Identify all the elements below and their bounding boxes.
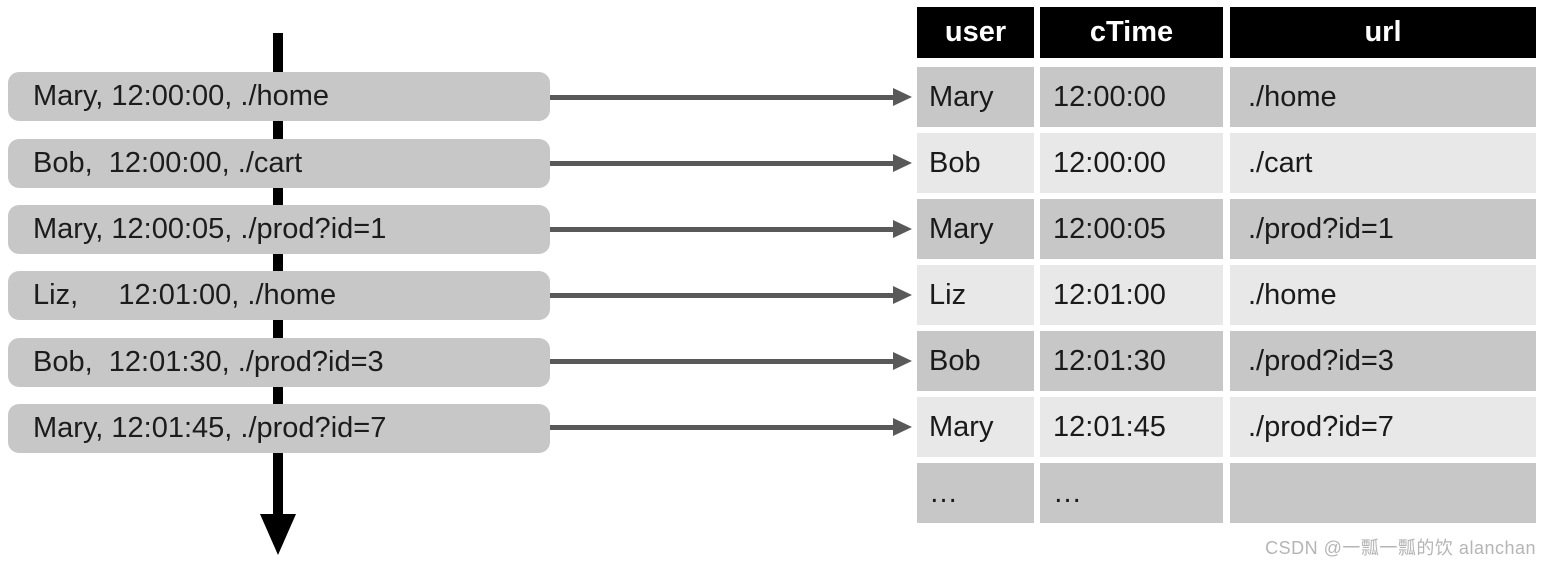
cell-ctime: … <box>1040 463 1223 523</box>
arrow-head-icon <box>893 220 912 238</box>
table-header-row: user cTime url <box>917 7 1536 58</box>
table-row: Liz 12:01:00 ./home <box>917 265 1536 325</box>
mapping-arrow-icon <box>550 352 912 370</box>
csdn-watermark: CSDN @一瓢一瓢的饮 alanchan <box>1265 538 1536 558</box>
column-header-ctime: cTime <box>1040 7 1223 58</box>
arrow-shaft <box>550 160 894 166</box>
table-row-ellipsis: … … <box>917 463 1536 523</box>
cell-url: ./prod?id=1 <box>1230 199 1536 259</box>
stream-event-box: Mary, 12:00:05, ./prod?id=1 <box>8 205 550 254</box>
stream-event-text: Mary, 12:00:05, ./prod?id=1 <box>33 213 387 245</box>
column-header-user: user <box>917 7 1034 58</box>
stream-event-text: Liz, 12:01:00, ./home <box>33 279 337 311</box>
stream-event-box: Liz, 12:01:00, ./home <box>8 271 550 320</box>
cell-user: Mary <box>917 199 1034 259</box>
stream-event-box: Mary, 12:01:45, ./prod?id=7 <box>8 404 550 453</box>
mapping-arrow-icon <box>550 88 912 106</box>
mapping-arrow-icon <box>550 154 912 172</box>
table-row: Bob 12:01:30 ./prod?id=3 <box>917 331 1536 391</box>
stream-event-box: Bob, 12:00:00, ./cart <box>8 139 550 188</box>
arrow-head-icon <box>893 352 912 370</box>
cell-ctime: 12:01:45 <box>1040 397 1223 457</box>
timeline-arrow-down-icon <box>260 514 296 555</box>
cell-url: ./prod?id=3 <box>1230 331 1536 391</box>
stream-event-text: Mary, 12:00:00, ./home <box>33 80 330 112</box>
table-row: Mary 12:00:00 ./home <box>917 67 1536 127</box>
cell-user: Mary <box>917 67 1034 127</box>
arrow-shaft <box>550 94 894 100</box>
cell-url: ./home <box>1230 67 1536 127</box>
cell-url: ./prod?id=7 <box>1230 397 1536 457</box>
cell-url: ./home <box>1230 265 1536 325</box>
stream-event-box: Bob, 12:01:30, ./prod?id=3 <box>8 338 550 387</box>
cell-ctime: 12:00:00 <box>1040 67 1223 127</box>
arrow-head-icon <box>893 88 912 106</box>
arrow-shaft <box>550 358 894 364</box>
cell-user: Bob <box>917 331 1034 391</box>
mapping-arrow-icon <box>550 220 912 238</box>
arrow-head-icon <box>893 154 912 172</box>
stream-event-text: Mary, 12:01:45, ./prod?id=7 <box>33 412 387 444</box>
table-row: Mary 12:01:45 ./prod?id=7 <box>917 397 1536 457</box>
arrow-head-icon <box>893 418 912 436</box>
cell-url <box>1230 463 1536 523</box>
cell-url: ./cart <box>1230 133 1536 193</box>
cell-user: Mary <box>917 397 1034 457</box>
arrow-shaft <box>550 292 894 298</box>
cell-user: Liz <box>917 265 1034 325</box>
cell-ctime: 12:01:00 <box>1040 265 1223 325</box>
arrow-shaft <box>550 424 894 430</box>
stream-event-text: Bob, 12:00:00, ./cart <box>33 147 303 179</box>
mapping-arrow-icon <box>550 418 912 436</box>
cell-ctime: 12:01:30 <box>1040 331 1223 391</box>
cell-ctime: 12:00:05 <box>1040 199 1223 259</box>
cell-ctime: 12:00:00 <box>1040 133 1223 193</box>
stream-event-text: Bob, 12:01:30, ./prod?id=3 <box>33 346 384 378</box>
mapping-arrow-icon <box>550 286 912 304</box>
arrow-head-icon <box>893 286 912 304</box>
arrow-shaft <box>550 226 894 232</box>
cell-user: Bob <box>917 133 1034 193</box>
column-header-url: url <box>1230 7 1536 58</box>
cell-user: … <box>917 463 1034 523</box>
stream-event-box: Mary, 12:00:00, ./home <box>8 72 550 121</box>
table-row: Mary 12:00:05 ./prod?id=1 <box>917 199 1536 259</box>
table-row: Bob 12:00:00 ./cart <box>917 133 1536 193</box>
